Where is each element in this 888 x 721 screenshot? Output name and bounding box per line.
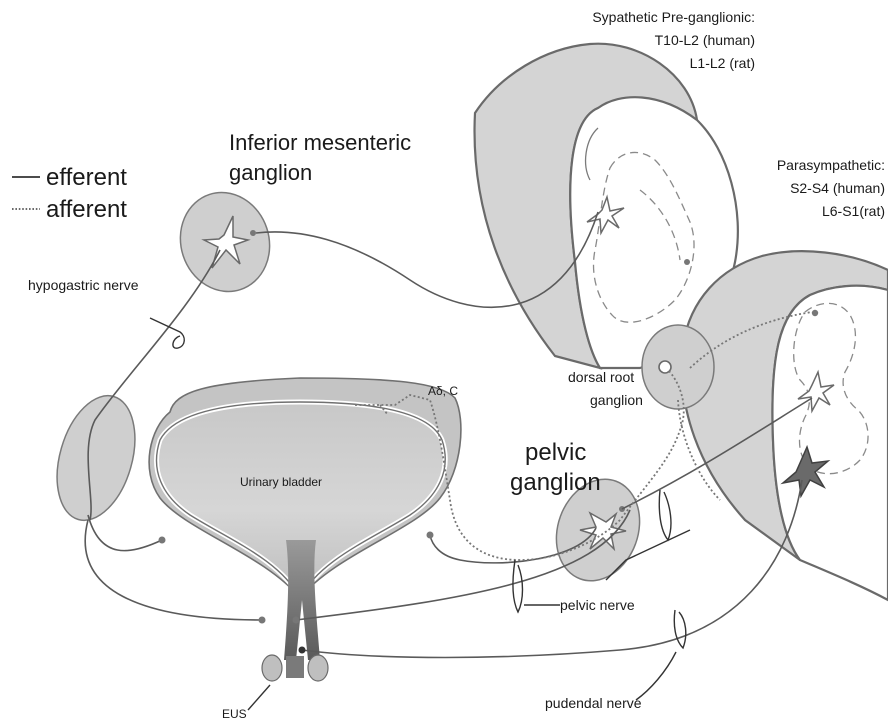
urinary-bladder-label: Urinary bladder (240, 475, 322, 489)
pelvic-ganglion-label-line2: ganglion (510, 469, 601, 496)
pelvic-nerve-label: pelvic nerve (560, 597, 635, 613)
sympathetic-label-line2: T10-L2 (human) (655, 32, 755, 48)
hypogastric-nerve-label: hypogastric nerve (28, 277, 139, 293)
inferior-mesenteric-ganglion (168, 181, 283, 303)
parasympathetic-label-line1: Parasympathetic: (777, 157, 885, 173)
pelvic-ganglion-label-line1: pelvic (525, 439, 586, 466)
inferior-mesenteric-label-line2: ganglion (229, 160, 312, 185)
inferior-mesenteric-label-line1: Inferior mesenteric (229, 130, 411, 155)
legend-efferent-label: efferent (46, 164, 127, 191)
urinary-bladder (149, 378, 461, 681)
parasympathetic-label-line3: L6-S1(rat) (822, 203, 885, 219)
lower-spinal-cord-section (682, 251, 888, 600)
legend: efferent afferent (12, 164, 127, 223)
sympathetic-label-line1: Sypathetic Pre-ganglionic: (592, 9, 755, 25)
sympathetic-label-line3: L1-L2 (rat) (690, 55, 755, 71)
legend-afferent-label: afferent (46, 196, 127, 223)
dorsal-root-label-line2: ganglion (590, 392, 643, 408)
eus-label: EUS (222, 707, 247, 721)
hypogastric-side-ganglion (44, 387, 148, 530)
pudendal-nerve-label: pudendal nerve (545, 695, 642, 711)
dorsal-root-label-line1: dorsal root (568, 369, 634, 385)
a-delta-c-label: Aδ, C (428, 384, 458, 398)
dorsal-root-ganglion (642, 325, 714, 409)
parasympathetic-label-line2: S2-S4 (human) (790, 180, 885, 196)
